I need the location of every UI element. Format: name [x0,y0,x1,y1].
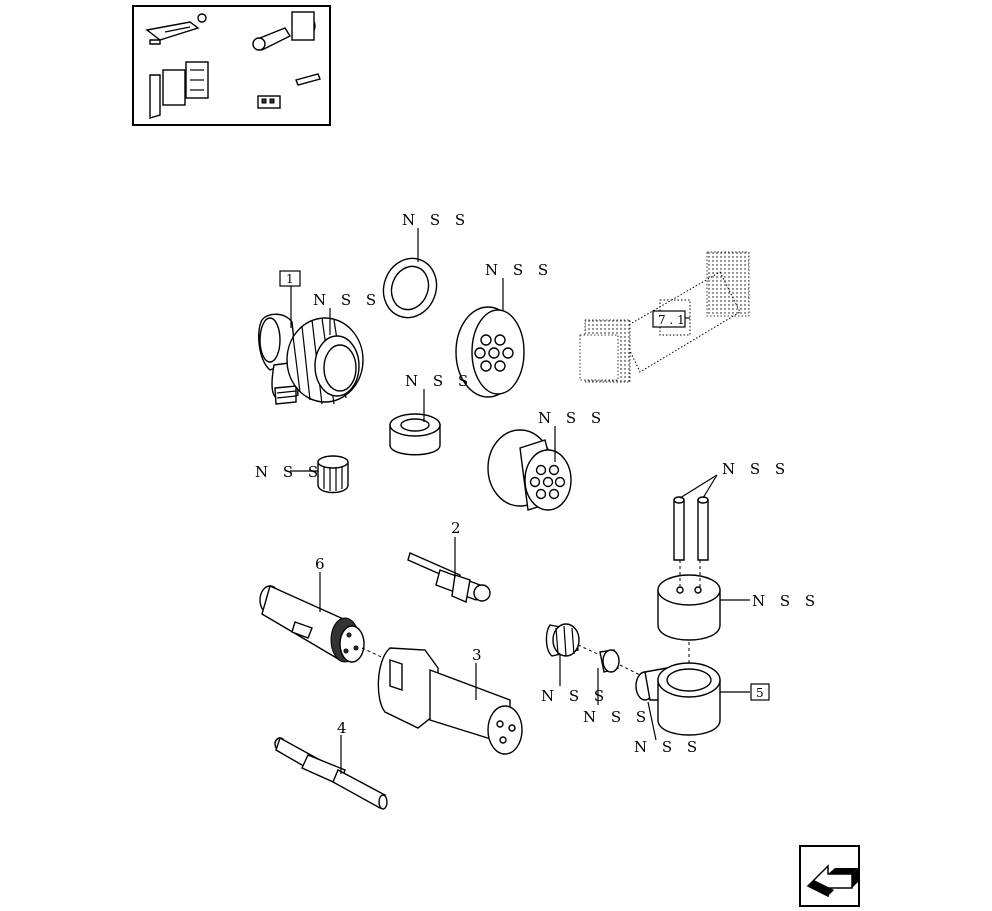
nss-label: N S S [541,687,609,705]
small-ring-part [389,413,441,456]
nss-label: N S S [313,291,381,309]
sleeve-part [657,574,721,641]
nss-label: N S S [402,211,470,229]
nss-label: N S S [752,592,820,610]
contact-pins-pair [673,496,709,588]
nss-label: N S S [405,372,473,390]
leader-lines [290,228,750,774]
right-washer-part [599,649,620,673]
cap-part [487,429,572,511]
right-nut-part [545,623,580,657]
part-1-plug-housing [258,313,364,405]
nss-label: N S S [485,261,553,279]
part-3-socket-housing [377,647,523,755]
nss-label: N S S [583,708,651,726]
previous-page-arrow-icon[interactable] [799,845,860,907]
ref-5-box [750,683,770,701]
thumbnail-panel [132,5,331,126]
ref-2-label: 2 [451,519,461,537]
ref-1-box [279,270,301,287]
axis-line-washer-elbow [619,664,641,676]
ref-1-label: 1 [286,272,294,286]
ref-7-1-label: 7 . 1 [658,313,685,327]
grommet-part [455,306,525,398]
axis-line-nut-washer [577,644,601,656]
callout-labels: N S S N S S N S S N S S N S S N S S N S … [255,211,820,756]
ref-7-1-connector-outline [579,251,750,383]
nss-label: N S S [722,460,790,478]
part-6-plug [259,585,365,663]
nss-label: N S S [255,463,323,481]
ref-5-label: 5 [756,686,764,700]
part-2-pin [407,552,491,603]
ref-7-1-box [652,310,686,328]
ref-3-label: 3 [472,646,482,664]
ref-4-label: 4 [337,719,347,737]
nss-label: N S S [634,738,702,756]
nss-label: N S S [538,409,606,427]
axis-line-6-3 [361,647,389,661]
knurled-nut-part [317,455,349,494]
seal-ring-part [382,257,438,319]
ref-6-label: 6 [315,555,325,573]
connector-set-thumbnail-icon [145,11,321,119]
part-4-pin [274,736,388,810]
part-5-elbow-fitting [635,662,721,736]
